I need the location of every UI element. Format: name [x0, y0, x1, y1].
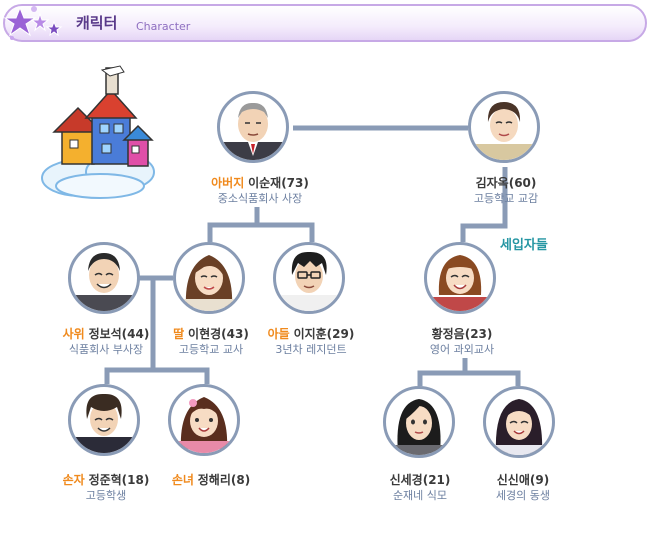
desc-grandmother: 고등학교 교감 — [473, 192, 539, 205]
label-grandson: 손자 정준혁(18) 고등학생 — [31, 473, 181, 503]
desc-tenant-mother: 영어 과외교사 — [429, 343, 495, 356]
label-tenant-1: 신세경(21) 순재네 식모 — [345, 473, 495, 503]
relation-son-in-law: 사위 — [62, 327, 85, 341]
portrait-tenant-1[interactable] — [383, 386, 455, 458]
desc-son: 3년차 레지던트 — [275, 343, 347, 356]
header-bar — [3, 4, 647, 42]
portrait-tenant-2[interactable] — [483, 386, 555, 458]
desc-daughter: 고등학교 교사 — [178, 343, 244, 356]
tenants-label: 세입자들 — [500, 238, 548, 253]
label-daughter: 딸 이현경(43) 고등학교 교사 — [136, 327, 286, 357]
label-son-in-law: 사위 정보석(44) 식품회사 부사장 — [31, 327, 181, 357]
portrait-daughter[interactable] — [173, 242, 245, 314]
label-tenant-2: 신신애(9) 세경의 동생 — [448, 473, 598, 503]
line-to-tenant-1 — [417, 358, 468, 386]
name-tenant-1: 신세경(21) — [389, 473, 451, 487]
line-to-son — [257, 222, 315, 242]
desc-tenant-1: 순재네 식모 — [392, 489, 448, 502]
name-grandson: 정준혁(18) — [88, 473, 150, 487]
grandson-face-icon — [71, 393, 137, 453]
relation-grandson: 손자 — [62, 473, 85, 487]
grandmother-face-icon — [471, 102, 537, 160]
house-illustration — [41, 65, 155, 199]
relation-grandfather: 아버지 — [211, 176, 245, 190]
name-tenant-2: 신신애(9) — [496, 473, 550, 487]
desc-grandson: 고등학생 — [85, 489, 127, 502]
label-tenant-mother: 황정음(23) 영어 과외교사 — [387, 327, 537, 357]
desc-tenant-2: 세경의 동생 — [495, 489, 551, 502]
relation-granddaughter: 손녀 — [171, 473, 194, 487]
desc-son-in-law: 식품회사 부사장 — [68, 343, 144, 356]
name-granddaughter: 정해리(8) — [197, 473, 251, 487]
daughter-face-icon — [176, 255, 242, 311]
line-to-tenants — [460, 167, 508, 242]
label-son: 아들 이지훈(29) 3년차 레지던트 — [236, 327, 386, 357]
stars-icon — [3, 6, 63, 40]
tenant-2-face-icon — [486, 399, 552, 455]
label-grandmother: 김자옥(60) 고등학교 교감 — [431, 176, 581, 206]
name-grandfather: 이순재(73) — [248, 176, 309, 190]
name-daughter: 이현경(43) — [188, 327, 249, 341]
son-in-law-face-icon — [71, 253, 137, 311]
portrait-grandfather[interactable] — [217, 91, 289, 163]
portrait-grandson[interactable] — [68, 384, 140, 456]
name-son-in-law: 정보석(44) — [88, 327, 150, 341]
portrait-son[interactable] — [273, 242, 345, 314]
portrait-tenant-mother[interactable] — [424, 242, 496, 314]
portrait-granddaughter[interactable] — [168, 384, 240, 456]
line-to-tenant-2 — [465, 370, 521, 386]
label-granddaughter: 손녀 정해리(8) — [136, 473, 286, 488]
tenant-mother-face-icon — [427, 255, 493, 311]
relation-daughter: 딸 — [173, 327, 185, 341]
portrait-grandmother[interactable] — [468, 91, 540, 163]
line-to-granddaughter — [153, 367, 210, 384]
relation-son: 아들 — [267, 327, 290, 341]
name-son: 이지훈(29) — [293, 327, 355, 341]
desc-grandfather: 중소식품회사 사장 — [217, 192, 303, 205]
granddaughter-face-icon — [171, 397, 237, 453]
name-grandmother: 김자옥(60) — [475, 176, 537, 190]
line-to-daughter — [207, 207, 260, 242]
son-face-icon — [276, 251, 342, 311]
line-to-grandson — [104, 278, 156, 384]
grandfather-face-icon — [220, 102, 286, 160]
page-subtitle: Character — [136, 20, 191, 33]
portrait-son-in-law[interactable] — [68, 242, 140, 314]
tenant-1-face-icon — [386, 399, 452, 455]
page-title: 캐릭터 — [76, 14, 118, 32]
label-grandfather: 아버지 이순재(73) 중소식품회사 사장 — [185, 176, 335, 206]
name-tenant-mother: 황정음(23) — [431, 327, 493, 341]
